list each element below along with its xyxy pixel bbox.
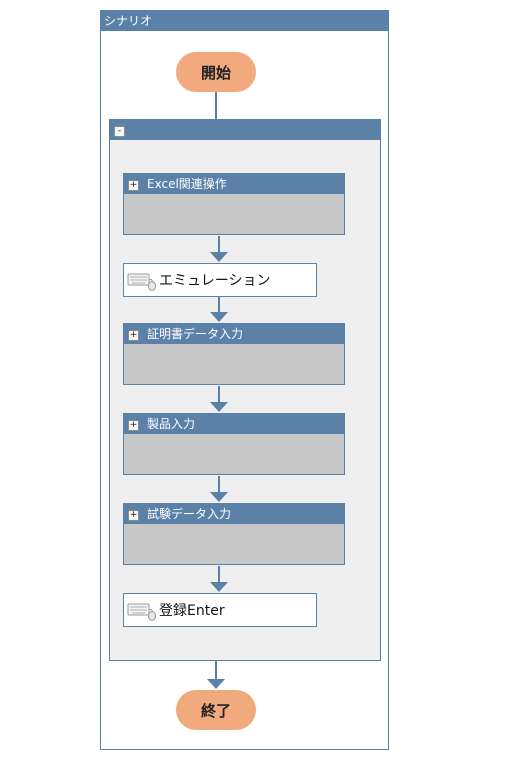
keyboard-mouse-icon xyxy=(127,273,156,291)
subgroup-header: + 証明書データ入力 xyxy=(124,324,344,344)
subgroup-certificate-data[interactable]: + 証明書データ入力 xyxy=(123,323,345,385)
subgroup-test-data[interactable]: + 試験データ入力 xyxy=(123,503,345,565)
expand-toggle[interactable]: + xyxy=(128,510,139,521)
subgroup-product-input[interactable]: + 製品入力 xyxy=(123,413,345,475)
subgroup-header: + 試験データ入力 xyxy=(124,504,344,524)
arrow-down-icon xyxy=(210,402,228,412)
action-emulation[interactable]: エミュレーション xyxy=(123,263,317,297)
collapse-toggle[interactable]: - xyxy=(114,126,125,137)
keyboard-mouse-icon xyxy=(127,603,156,621)
arrow-down-icon xyxy=(210,492,228,502)
action-register-enter[interactable]: 登録Enter xyxy=(123,593,317,627)
action-label: 登録Enter xyxy=(159,603,225,619)
start-node[interactable]: 開始 xyxy=(176,52,256,92)
arrow-down-icon xyxy=(207,679,225,689)
arrow-down-icon xyxy=(210,252,228,262)
connector-line xyxy=(218,476,220,492)
subgroup-label: 製品入力 xyxy=(147,417,196,431)
connector-line xyxy=(218,386,220,402)
subgroup-header: + Excel関連操作 xyxy=(124,174,344,194)
connector-line xyxy=(218,297,220,312)
connector-line xyxy=(215,92,217,120)
connector-line xyxy=(218,236,220,252)
expand-toggle[interactable]: + xyxy=(128,330,139,341)
subgroup-label: Excel関連操作 xyxy=(147,177,227,191)
subgroup-label: 試験データ入力 xyxy=(147,507,232,521)
scenario-title: シナリオ xyxy=(101,11,388,31)
expand-toggle[interactable]: + xyxy=(128,420,139,431)
arrow-down-icon xyxy=(210,582,228,592)
subgroup-excel[interactable]: + Excel関連操作 xyxy=(123,173,345,235)
group-header: - xyxy=(110,120,380,140)
end-node[interactable]: 終了 xyxy=(176,690,256,730)
expand-toggle[interactable]: + xyxy=(128,180,139,191)
connector-line xyxy=(218,566,220,582)
subgroup-label: 証明書データ入力 xyxy=(147,327,244,341)
connector-line xyxy=(215,661,217,679)
arrow-down-icon xyxy=(210,312,228,322)
action-label: エミュレーション xyxy=(159,273,271,289)
subgroup-header: + 製品入力 xyxy=(124,414,344,434)
